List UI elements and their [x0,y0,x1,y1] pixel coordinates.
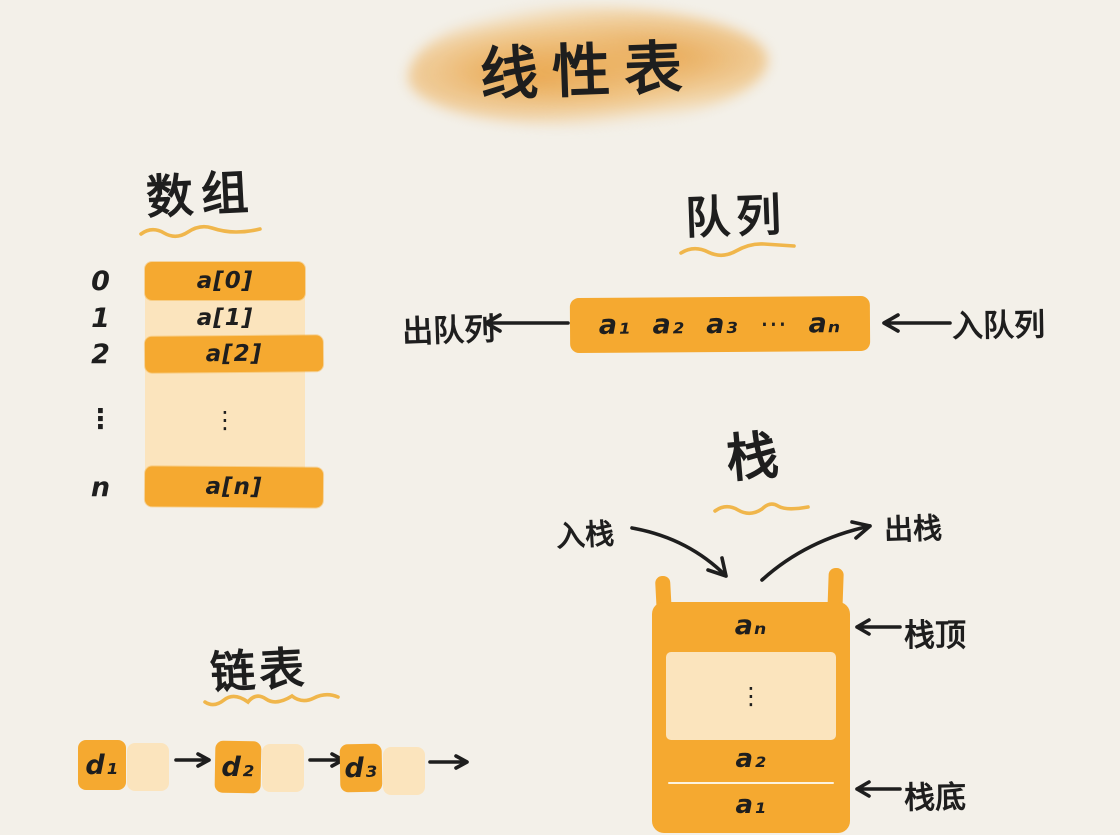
list-node-data: d₃ [339,743,383,793]
wavy-underline-icon [713,502,810,516]
array-index: 0 [91,265,111,297]
next-pointer-arrow-icon [174,752,211,768]
list-node-pointer [262,744,304,792]
stack-container: aₙ ⋮ a₂ a₁ [652,602,850,833]
title-block: 线性表 [408,6,768,126]
queue-item: a₃ [706,308,739,341]
enqueue-label: 入队列 [951,307,1046,345]
list-node-pointer [127,743,169,791]
enqueue-arrow-icon [882,313,952,333]
array-index: 2 [91,338,111,370]
pop-label: 出栈 [883,510,943,548]
list-node-data: d₁ [78,740,126,790]
stack-bottom-item: a₁ [735,790,767,820]
array-cell: a[2] [144,335,324,373]
stack-top-label: 栈顶 [904,618,966,654]
stack-top-item: aₙ [734,610,768,641]
pop-arrow-icon [760,520,872,582]
dequeue-label: 出队列 [401,311,496,351]
queue-item: a₂ [652,309,685,341]
array-index: n [90,471,112,503]
stack-top-arrow-icon [855,618,902,636]
stack-middle-block: ⋮ [666,652,836,740]
next-pointer-arrow-icon [428,754,469,770]
wavy-underline-icon [139,224,262,239]
array-index: 1 [91,302,111,334]
push-label: 入栈 [555,516,615,554]
dequeue-arrow-icon [484,313,570,333]
stack-ellipsis: ⋮ [739,682,763,710]
wavy-underline-icon [679,242,796,258]
list-node-data: d₂ [214,740,262,794]
array-heading: 数组 [144,165,258,226]
page-title: 线性表 [479,33,698,109]
array-cell: a[1] [196,305,254,331]
watercolor-highlight [408,6,768,126]
list-node-pointer [383,747,425,795]
queue-item: a₁ [598,309,631,341]
queue-bar: a₁ a₂ a₃ ⋯ aₙ [569,295,871,354]
stack-bottom-label: 栈底 [903,779,967,817]
stack-mid-item: a₂ [735,744,767,774]
wavy-underline-icon [203,692,340,707]
stack-divider [668,782,834,784]
array-table: a[0] a[1] a[2] ⋮ a[n] [144,262,324,508]
array-index-ellipsis: ⋮ [87,404,115,435]
queue-item: aₙ [808,308,842,340]
array-index-column: 0 1 2 ⋮ n [76,262,126,507]
array-cell: a[0] [145,262,305,300]
array-cell-ellipsis: ⋮ [213,405,237,434]
stack-bottom-arrow-icon [855,780,902,798]
queue-heading: 队列 [684,188,789,245]
push-arrow-icon [630,526,728,578]
array-cell: a[n] [144,466,324,508]
queue-ellipsis: ⋯ [759,308,788,340]
stack-heading: 栈 [723,425,782,491]
